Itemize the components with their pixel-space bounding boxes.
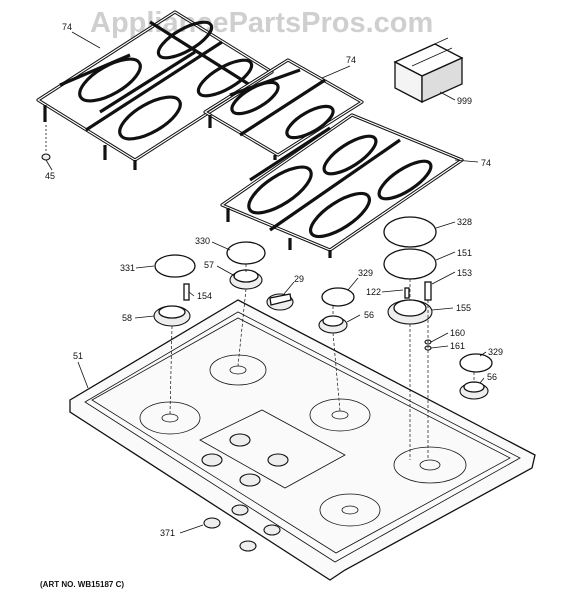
assembly-lines: [169, 264, 475, 460]
callout-153: 153: [457, 268, 472, 278]
grate-middle: [203, 58, 364, 160]
callout-45: 45: [45, 171, 55, 181]
cooktop-surface: [69, 299, 536, 581]
callout-154: 154: [197, 291, 212, 301]
grate-left: [36, 10, 274, 170]
callout-51: 51: [73, 351, 83, 361]
art-number: (ART NO. WB15187 C): [40, 580, 124, 589]
callout-160: 160: [450, 328, 465, 338]
callout-328: 328: [457, 217, 472, 227]
leader-lines: [45, 31, 487, 534]
callout-56-middle: 56: [364, 310, 374, 320]
callout-999: 999: [457, 96, 472, 106]
grate-foot: [41, 125, 51, 161]
burner-heads: [153, 269, 489, 400]
callout-74-left: 74: [62, 22, 72, 32]
callout-330: 330: [195, 236, 210, 246]
callout-58: 58: [122, 313, 132, 323]
callout-155: 155: [456, 303, 471, 313]
callout-74-middle: 74: [346, 55, 356, 65]
callout-labels: 74 74 74 999 45 328 151 153 330 331 57 2…: [45, 22, 503, 538]
watermark: AppliancePartsPros.com: [90, 7, 433, 39]
control-knob: [266, 293, 294, 311]
callout-331: 331: [120, 263, 135, 273]
callout-57: 57: [204, 260, 214, 270]
callout-161: 161: [450, 341, 465, 351]
parts-box: [393, 37, 464, 104]
callout-371: 371: [160, 528, 175, 538]
callout-329-top: 329: [358, 268, 373, 278]
burner-caps: [154, 216, 493, 373]
callout-56-right: 56: [487, 372, 497, 382]
callout-151: 151: [457, 248, 472, 258]
callout-29: 29: [294, 274, 304, 284]
grate-right: [220, 113, 464, 258]
callout-74-right: 74: [481, 158, 491, 168]
callout-122: 122: [366, 287, 381, 297]
callout-329-right: 329: [488, 347, 503, 357]
